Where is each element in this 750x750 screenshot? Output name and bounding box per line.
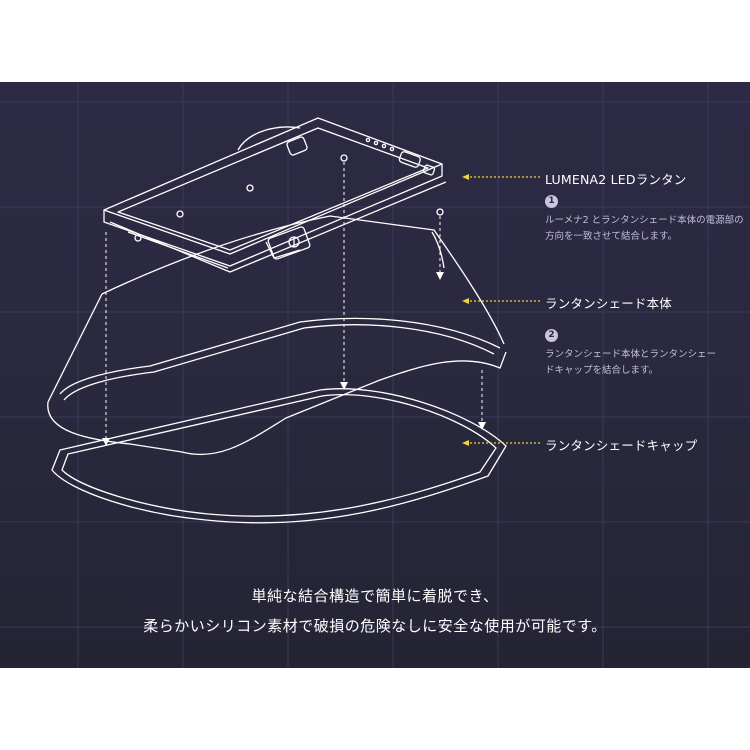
caption-line-1: 単純な結合構造で簡単に着脱でき、 — [251, 587, 499, 605]
lantern-shade-body-outline — [47, 215, 507, 456]
label-shade-cap: ランタンシェードキャップ — [545, 438, 698, 453]
step-2-text: ランタンシェード本体とランタンシェードキャップを結合します。 — [545, 349, 717, 376]
leader-lines — [466, 176, 540, 444]
step-2-number: 2 — [545, 329, 558, 342]
step-1-number: 1 — [545, 195, 558, 208]
background-grid — [0, 82, 750, 668]
product-diagram-panel: LUMENA2 LEDランタン ランタンシェード本体 ランタンシェードキャップ … — [0, 82, 750, 668]
exploded-lantern-drawing — [47, 117, 540, 524]
step-1-text: ルーメナ2 とランタンシェード本体の電源部の方向を一致させて結合します。 — [545, 215, 744, 242]
lantern-shade-cap-outline — [51, 388, 507, 524]
label-shade-body: ランタンシェード本体 — [545, 296, 673, 311]
caption-line-2: 柔らかいシリコン素材で破損の危険なしに安全な使用が可能です。 — [143, 617, 607, 635]
lumena2-lantern-outline — [103, 117, 447, 273]
label-lumena2-lantern: LUMENA2 LEDランタン — [545, 172, 687, 187]
